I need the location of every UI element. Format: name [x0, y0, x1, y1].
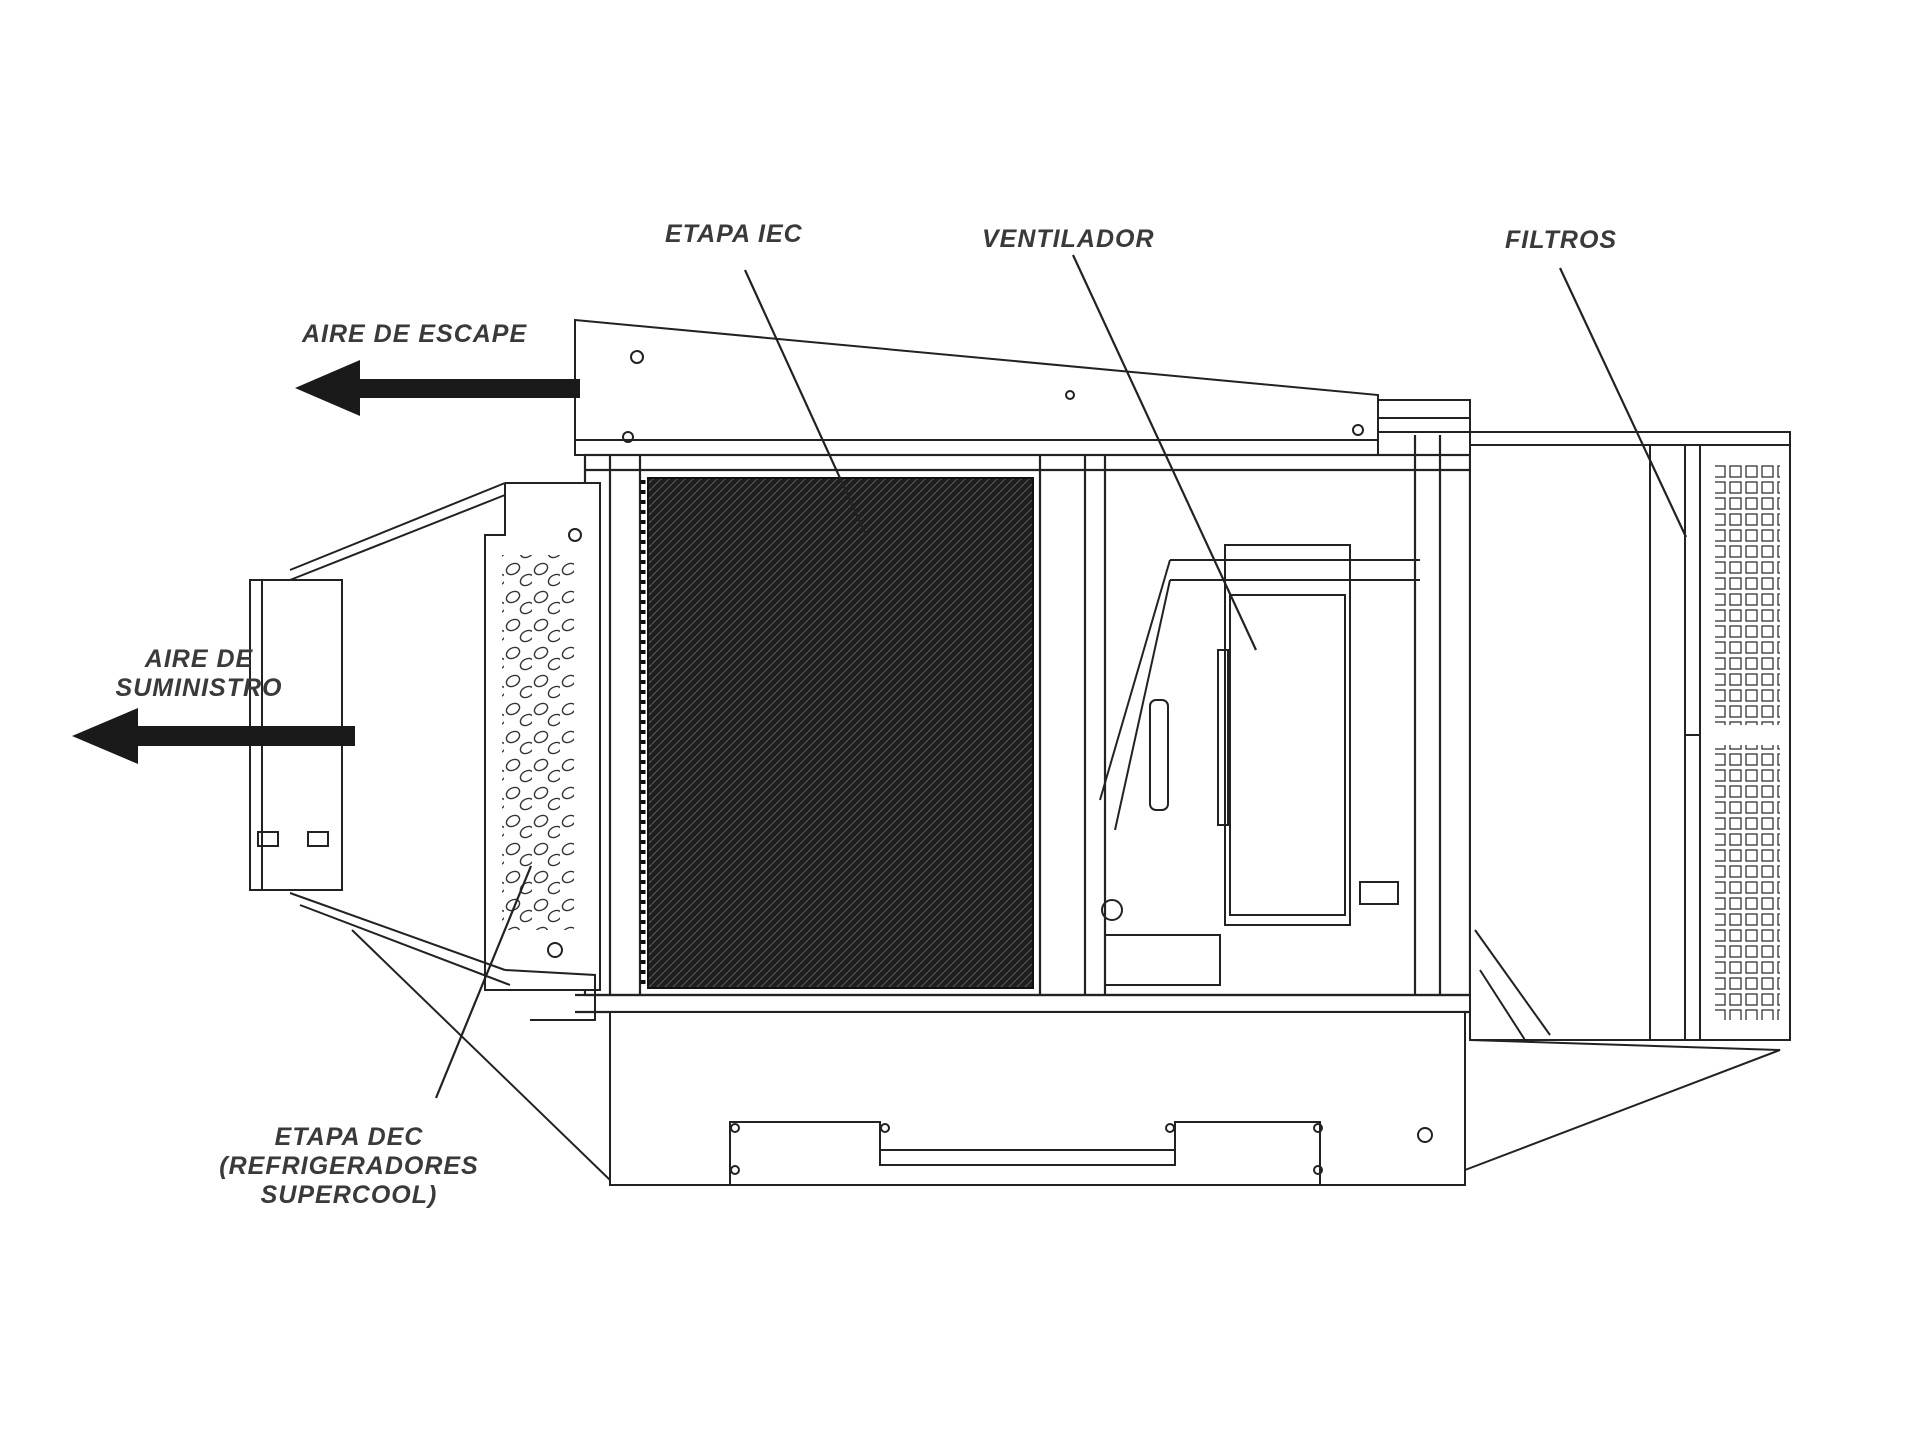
label-dec-stage: ETAPA DEC (REFRIGERADORES SUPERCOOL) [208, 1123, 490, 1210]
label-iec-stage: ETAPA IEC [665, 220, 803, 248]
label-filters: FILTROS [1505, 226, 1618, 254]
label-exhaust-air: AIRE DE ESCAPE [302, 320, 528, 348]
leader-dec [434, 865, 533, 1099]
label-dec-stage-line2: (REFRIGERADORES [219, 1152, 479, 1180]
filter-box [1469, 431, 1791, 1041]
fan-section [1099, 544, 1420, 986]
leader-lines [434, 254, 1687, 1099]
iec-media [640, 477, 1034, 989]
supply-arrow [72, 708, 355, 764]
label-supply-air-line2: SUMINISTRO [115, 674, 283, 702]
dec-stage-panel [484, 482, 601, 991]
exhaust-hood [574, 318, 1379, 456]
top-step [1378, 399, 1471, 433]
leader-filters [1559, 267, 1687, 538]
base [504, 929, 1781, 1186]
label-supply-air: AIRE DE SUMINISTRO [104, 645, 294, 703]
label-dec-stage-line1: ETAPA DEC [274, 1123, 424, 1151]
exhaust-arrow [295, 360, 580, 416]
leader-fan [1072, 254, 1257, 651]
label-fan: VENTILADOR [982, 225, 1155, 253]
label-dec-stage-line3: SUPERCOOL) [260, 1181, 438, 1209]
label-supply-air-line1: AIRE DE [144, 645, 254, 673]
leader-iec [743, 269, 868, 536]
